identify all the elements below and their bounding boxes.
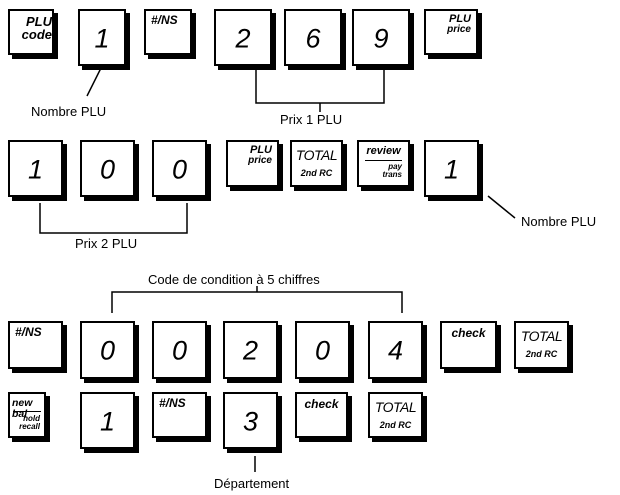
label-departement: Département [214, 476, 290, 491]
digit-key-9-label: 9 [373, 23, 389, 54]
digit-key-0-c-label: 0 [99, 335, 116, 366]
total-key-row3-line2: 2nd RC [525, 349, 558, 359]
label-nombre-plu-1: Nombre PLU [31, 104, 107, 119]
digit-key-9[interactable]: 9 [352, 9, 410, 66]
check-key-row3[interactable]: check [440, 321, 497, 369]
digit-key-0-e-label: 0 [314, 335, 331, 366]
check-key-row3-label: check [451, 326, 486, 340]
total-key-row3[interactable]: TOTAL 2nd RC [514, 321, 569, 369]
ns-key[interactable]: #/NS [144, 9, 192, 55]
plu-price-key-row2-line2: price [248, 155, 272, 166]
check-key-row4-label: check [304, 397, 339, 411]
ns-key-label: #/NS [151, 13, 178, 27]
ns-key-row3-label: #/NS [15, 325, 42, 339]
digit-key-6-label: 6 [305, 23, 321, 54]
plu-price-key-row2-line1: PLU [250, 144, 272, 156]
digit-key-1-row2-label: 1 [27, 154, 44, 185]
label-code-condition: Code de condition à 5 chiffres [148, 272, 320, 287]
total-key-row4[interactable]: TOTAL 2nd RC [368, 392, 423, 438]
digit-key-1-row4[interactable]: 1 [80, 392, 135, 449]
ns-key-row3[interactable]: #/NS [8, 321, 63, 369]
digit-key-0-b[interactable]: 0 [152, 140, 207, 197]
digit-key-1-row2b-label: 1 [443, 154, 460, 185]
digit-key-0-d-label: 0 [171, 335, 188, 366]
digit-key-4[interactable]: 4 [368, 321, 423, 379]
digit-key-1[interactable]: 1 [78, 9, 126, 66]
digit-key-0-a[interactable]: 0 [80, 140, 135, 197]
plu-price-key-line2: price [447, 24, 471, 35]
digit-key-2-row3-label: 2 [242, 335, 259, 366]
digit-key-2[interactable]: 2 [214, 9, 272, 66]
ns-key-row4-label: #/NS [159, 396, 186, 410]
total-key-row3-line1: TOTAL [520, 328, 563, 344]
new-bal-key-divider [13, 411, 41, 412]
total-key-row2-line2: 2nd RC [300, 168, 333, 178]
digit-key-4-label: 4 [387, 335, 404, 366]
digit-key-0-b-label: 0 [171, 154, 188, 185]
digit-key-2-label: 2 [235, 23, 251, 54]
plu-price-key[interactable]: PLU price [424, 9, 478, 55]
total-key-row4-line1: TOTAL [374, 399, 417, 415]
label-nombre-plu-2: Nombre PLU [521, 214, 597, 229]
review-key-line1: review [366, 145, 401, 157]
digit-key-1-label: 1 [94, 23, 110, 54]
review-key-divider [365, 160, 402, 161]
new-bal-key-line1: new bal [12, 397, 33, 420]
plu-price-key-row2[interactable]: PLU price [226, 140, 279, 187]
digit-key-2-row3[interactable]: 2 [223, 321, 278, 379]
plu-price-key-line1: PLU [449, 13, 471, 25]
digit-key-0-d[interactable]: 0 [152, 321, 207, 379]
digit-key-0-a-label: 0 [99, 154, 116, 185]
total-key-row4-line2: 2nd RC [379, 420, 412, 430]
digit-key-0-c[interactable]: 0 [80, 321, 135, 379]
digit-key-0-e[interactable]: 0 [295, 321, 350, 379]
label-prix-1-plu: Prix 1 PLU [280, 112, 343, 127]
total-key-row2[interactable]: TOTAL 2nd RC [290, 140, 343, 187]
check-key-row4[interactable]: check [295, 392, 348, 438]
digit-key-3-label: 3 [242, 406, 259, 437]
total-key-row2-line1: TOTAL [295, 147, 338, 163]
digit-key-3[interactable]: 3 [223, 392, 278, 449]
ns-key-row4[interactable]: #/NS [152, 392, 207, 438]
digit-key-6[interactable]: 6 [284, 9, 342, 66]
digit-key-1-row2[interactable]: 1 [8, 140, 63, 197]
digit-key-1-row4-label: 1 [99, 406, 116, 437]
label-prix-2-plu: Prix 2 PLU [75, 236, 138, 251]
digit-key-1-row2b[interactable]: 1 [424, 140, 479, 197]
